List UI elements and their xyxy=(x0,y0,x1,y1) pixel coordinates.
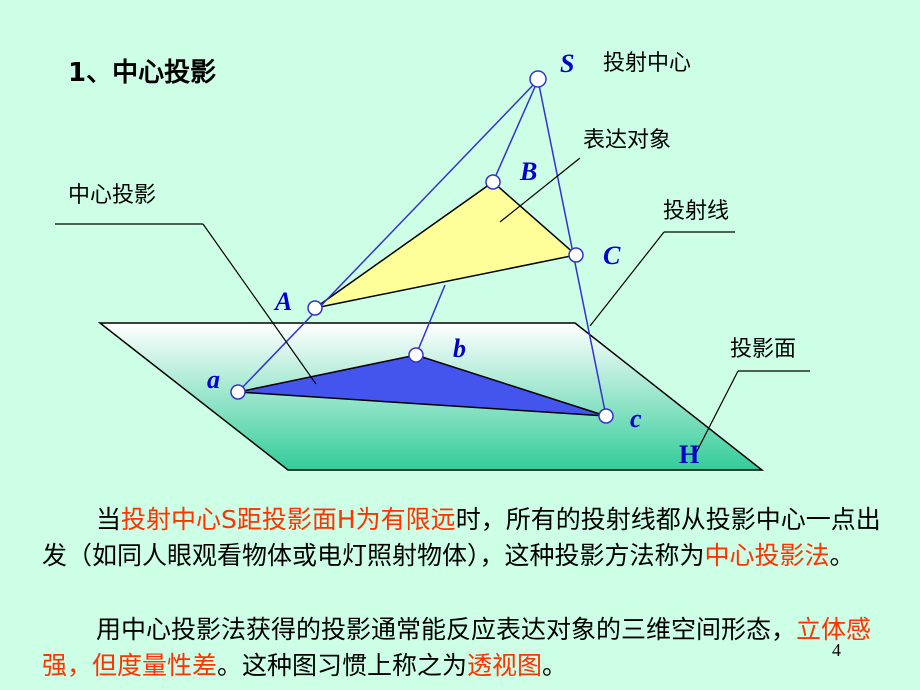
plane-label: 投影面 xyxy=(730,337,796,362)
label-c: c xyxy=(630,404,642,433)
projected-triangle xyxy=(237,354,607,417)
point-B xyxy=(485,174,501,190)
center-label: 投射中心 xyxy=(603,51,691,76)
leader-central-projection xyxy=(202,223,317,385)
leader-ray xyxy=(589,231,665,327)
leader-object xyxy=(499,157,581,223)
point-S xyxy=(529,70,547,88)
label-S: S xyxy=(560,49,574,78)
paragraph-2-text-2: 。这种图习惯上称之为 xyxy=(217,651,468,680)
point-A xyxy=(307,300,323,316)
paragraph-2-text-3: 。 xyxy=(542,651,568,680)
paragraph-2: 用中心投影法获得的投影通常能反应表达对象的三维空间形态，立体感强，但度量性差。这… xyxy=(42,612,902,684)
ray-S-b-upper xyxy=(492,79,539,183)
paragraph-1-text-1: 当 xyxy=(96,505,122,534)
ray-S-a xyxy=(237,79,539,393)
object-triangle xyxy=(314,181,578,309)
paragraph-2-text-1: 用中心投影法获得的投影通常能反应表达对象的三维空间形态， xyxy=(96,615,797,644)
ray-label: 投射线 xyxy=(663,199,729,224)
paragraph-1: 当投射中心S距投影面H为有限远时，所有的投射线都从投影中心一点出发（如同人眼观看… xyxy=(42,502,902,574)
label-A: A xyxy=(273,287,292,316)
label-B: B xyxy=(519,157,537,186)
ray-S-b-lower xyxy=(415,284,446,356)
leader-plane xyxy=(695,370,739,454)
point-c xyxy=(598,408,614,424)
page-number: 4 xyxy=(832,640,841,660)
label-a: a xyxy=(207,365,220,394)
slide-title: 1、中心投影 xyxy=(68,58,217,88)
paragraph-1-text-3: 。 xyxy=(829,541,855,570)
object-label: 表达对象 xyxy=(583,128,671,153)
paragraph-2-highlight-2: 透视图 xyxy=(467,651,543,680)
label-b: b xyxy=(453,334,466,363)
central-projection-diagram: S B C A b a c H 投射中心 表达对象 中心投影 投射线 投影面 xyxy=(55,49,810,471)
paragraph-1-highlight-2: 中心投影法 xyxy=(704,541,830,570)
paragraph-2-highlight-1: 立体感强，但度量性差 xyxy=(42,615,872,680)
label-H: H xyxy=(679,440,699,469)
point-a xyxy=(230,384,246,400)
paragraph-1-text-2: 时，所有的投射线都从投影中心一点出发（如同人眼观看物体或电灯照射物体），这种投影… xyxy=(42,505,881,570)
central-projection-label: 中心投影 xyxy=(68,183,156,208)
paragraph-1-highlight-1: 投射中心S距投影面H为有限远 xyxy=(121,505,456,534)
label-C: C xyxy=(603,241,621,270)
ray-S-c xyxy=(537,79,607,417)
point-C xyxy=(568,247,584,263)
point-b xyxy=(408,347,424,363)
